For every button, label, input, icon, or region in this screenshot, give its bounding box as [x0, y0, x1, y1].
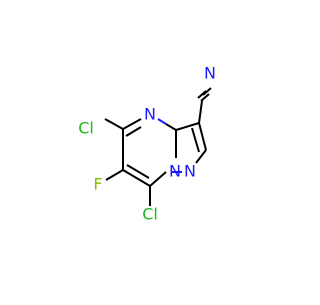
bond-c7-c6-double [126, 164, 150, 179]
atom-f: F [93, 175, 102, 194]
bond-c3a-c3 [175, 122, 200, 131]
bond-c7-c6-single [122, 169, 151, 187]
atom-labels: Cl N F N N Cl N [78, 64, 216, 224]
bond-c6-f [105, 169, 124, 181]
bond-c5-cl [104, 118, 124, 130]
atom-n-bridge: N [169, 162, 181, 181]
atom-n-ring-top: N [144, 105, 156, 124]
bond-n4-c3a-left [157, 118, 167, 125]
triple-bond-c [202, 87, 212, 96]
bond-c3-cn [198, 100, 203, 124]
bond-c3-c2-single [198, 122, 207, 151]
atom-cl-top: Cl [78, 119, 94, 138]
molecule-structure: Cl N F N N Cl N [78, 64, 216, 224]
bond-c3-c2-double [191, 127, 200, 153]
bond-n7a-c7 [149, 171, 167, 187]
triple-bond-b [200, 93, 210, 102]
triple-bond-a [197, 90, 207, 99]
atom-n-pyrazole: N [184, 162, 196, 181]
bond-c5-n4-single [122, 118, 142, 130]
atom-cl-bottom: Cl [142, 205, 158, 224]
bond-c5-n4-double [125, 126, 142, 137]
bond-c2-n1 [195, 149, 207, 164]
bonds [104, 87, 212, 206]
molecule-canvas: Cl N F N N Cl N [78, 64, 216, 224]
bond-n4-c3a-right [165, 123, 177, 131]
atom-n-nitrile: N [204, 64, 216, 83]
